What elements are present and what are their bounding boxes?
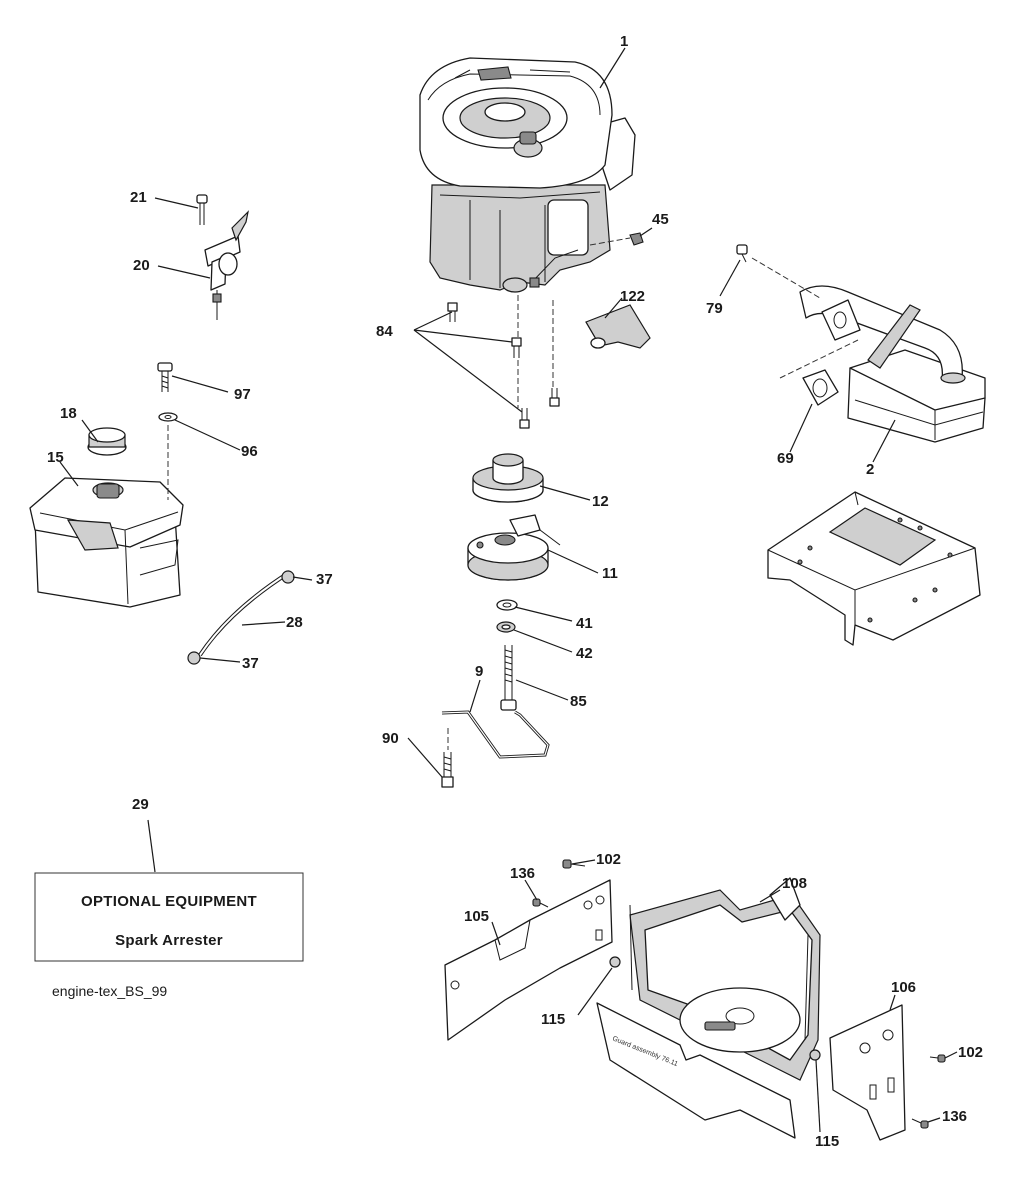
guard-fasteners-part [532,859,946,1129]
callout-84: 84 [376,323,393,340]
callout-37-bottom: 37 [242,655,259,672]
callout-106: 106 [891,979,916,996]
callout-21: 21 [130,189,147,206]
guard-housing-part [596,877,821,1139]
callout-42: 42 [576,645,593,662]
callout-20: 20 [133,257,150,274]
callout-labels: 1 21 20 45 122 79 84 97 18 96 15 69 2 12… [47,33,983,1150]
fuel-line-part [187,570,295,665]
callout-96: 96 [241,443,258,460]
callout-90: 90 [382,730,399,747]
callout-122: 122 [620,288,645,305]
throttle-control-part [196,194,249,320]
callout-11: 11 [602,565,618,582]
callout-102-right: 102 [958,1044,983,1061]
clutch-bolt-part [500,645,517,711]
pulley-part [472,453,544,503]
callout-2: 2 [866,461,874,478]
callout-115-right: 115 [815,1133,839,1150]
engine-mount-plate-part [767,491,981,646]
spark-arrester-label: Spark Arrester [115,932,223,949]
callout-9: 9 [475,663,483,680]
optional-equipment-heading: OPTIONAL EQUIPMENT [81,893,257,910]
fuel-tank-part [29,427,184,608]
guard-right-panel-part [829,1004,906,1141]
diagram-reference: engine-tex_BS_99 [52,983,167,999]
guard-left-panel-part [444,879,613,1041]
bolt-part [441,728,454,788]
callout-1: 1 [620,33,628,50]
callout-69: 69 [777,450,794,467]
optional-equipment-box: OPTIONAL EQUIPMENT Spark Arrester [34,872,304,962]
callout-105: 105 [464,908,489,925]
screw-washer-part [157,362,178,500]
nut-part [589,232,644,246]
leader-lines [59,47,958,1133]
clutch-bracket-rod-part [441,710,550,759]
callout-136-top: 136 [510,865,535,882]
callout-41: 41 [576,615,593,632]
callout-79: 79 [706,300,723,317]
callout-28: 28 [286,614,303,631]
callout-97: 97 [234,386,251,403]
callout-12: 12 [592,493,609,510]
callout-15: 15 [47,449,64,466]
bracket-part [585,304,651,349]
callout-45: 45 [652,211,669,228]
callout-29: 29 [132,796,149,813]
callout-18: 18 [60,405,77,422]
muffler-part [736,244,986,443]
engine-bolts-part [447,295,560,429]
electric-clutch-part [467,514,561,581]
callout-85: 85 [570,693,587,710]
callout-108: 108 [782,875,807,892]
engine-part [419,57,636,293]
clutch-washers-part [496,599,518,633]
callout-115-left: 115 [541,1011,565,1028]
callout-102-top: 102 [596,851,621,868]
callout-136-right: 136 [942,1108,967,1125]
callout-37-top: 37 [316,571,333,588]
